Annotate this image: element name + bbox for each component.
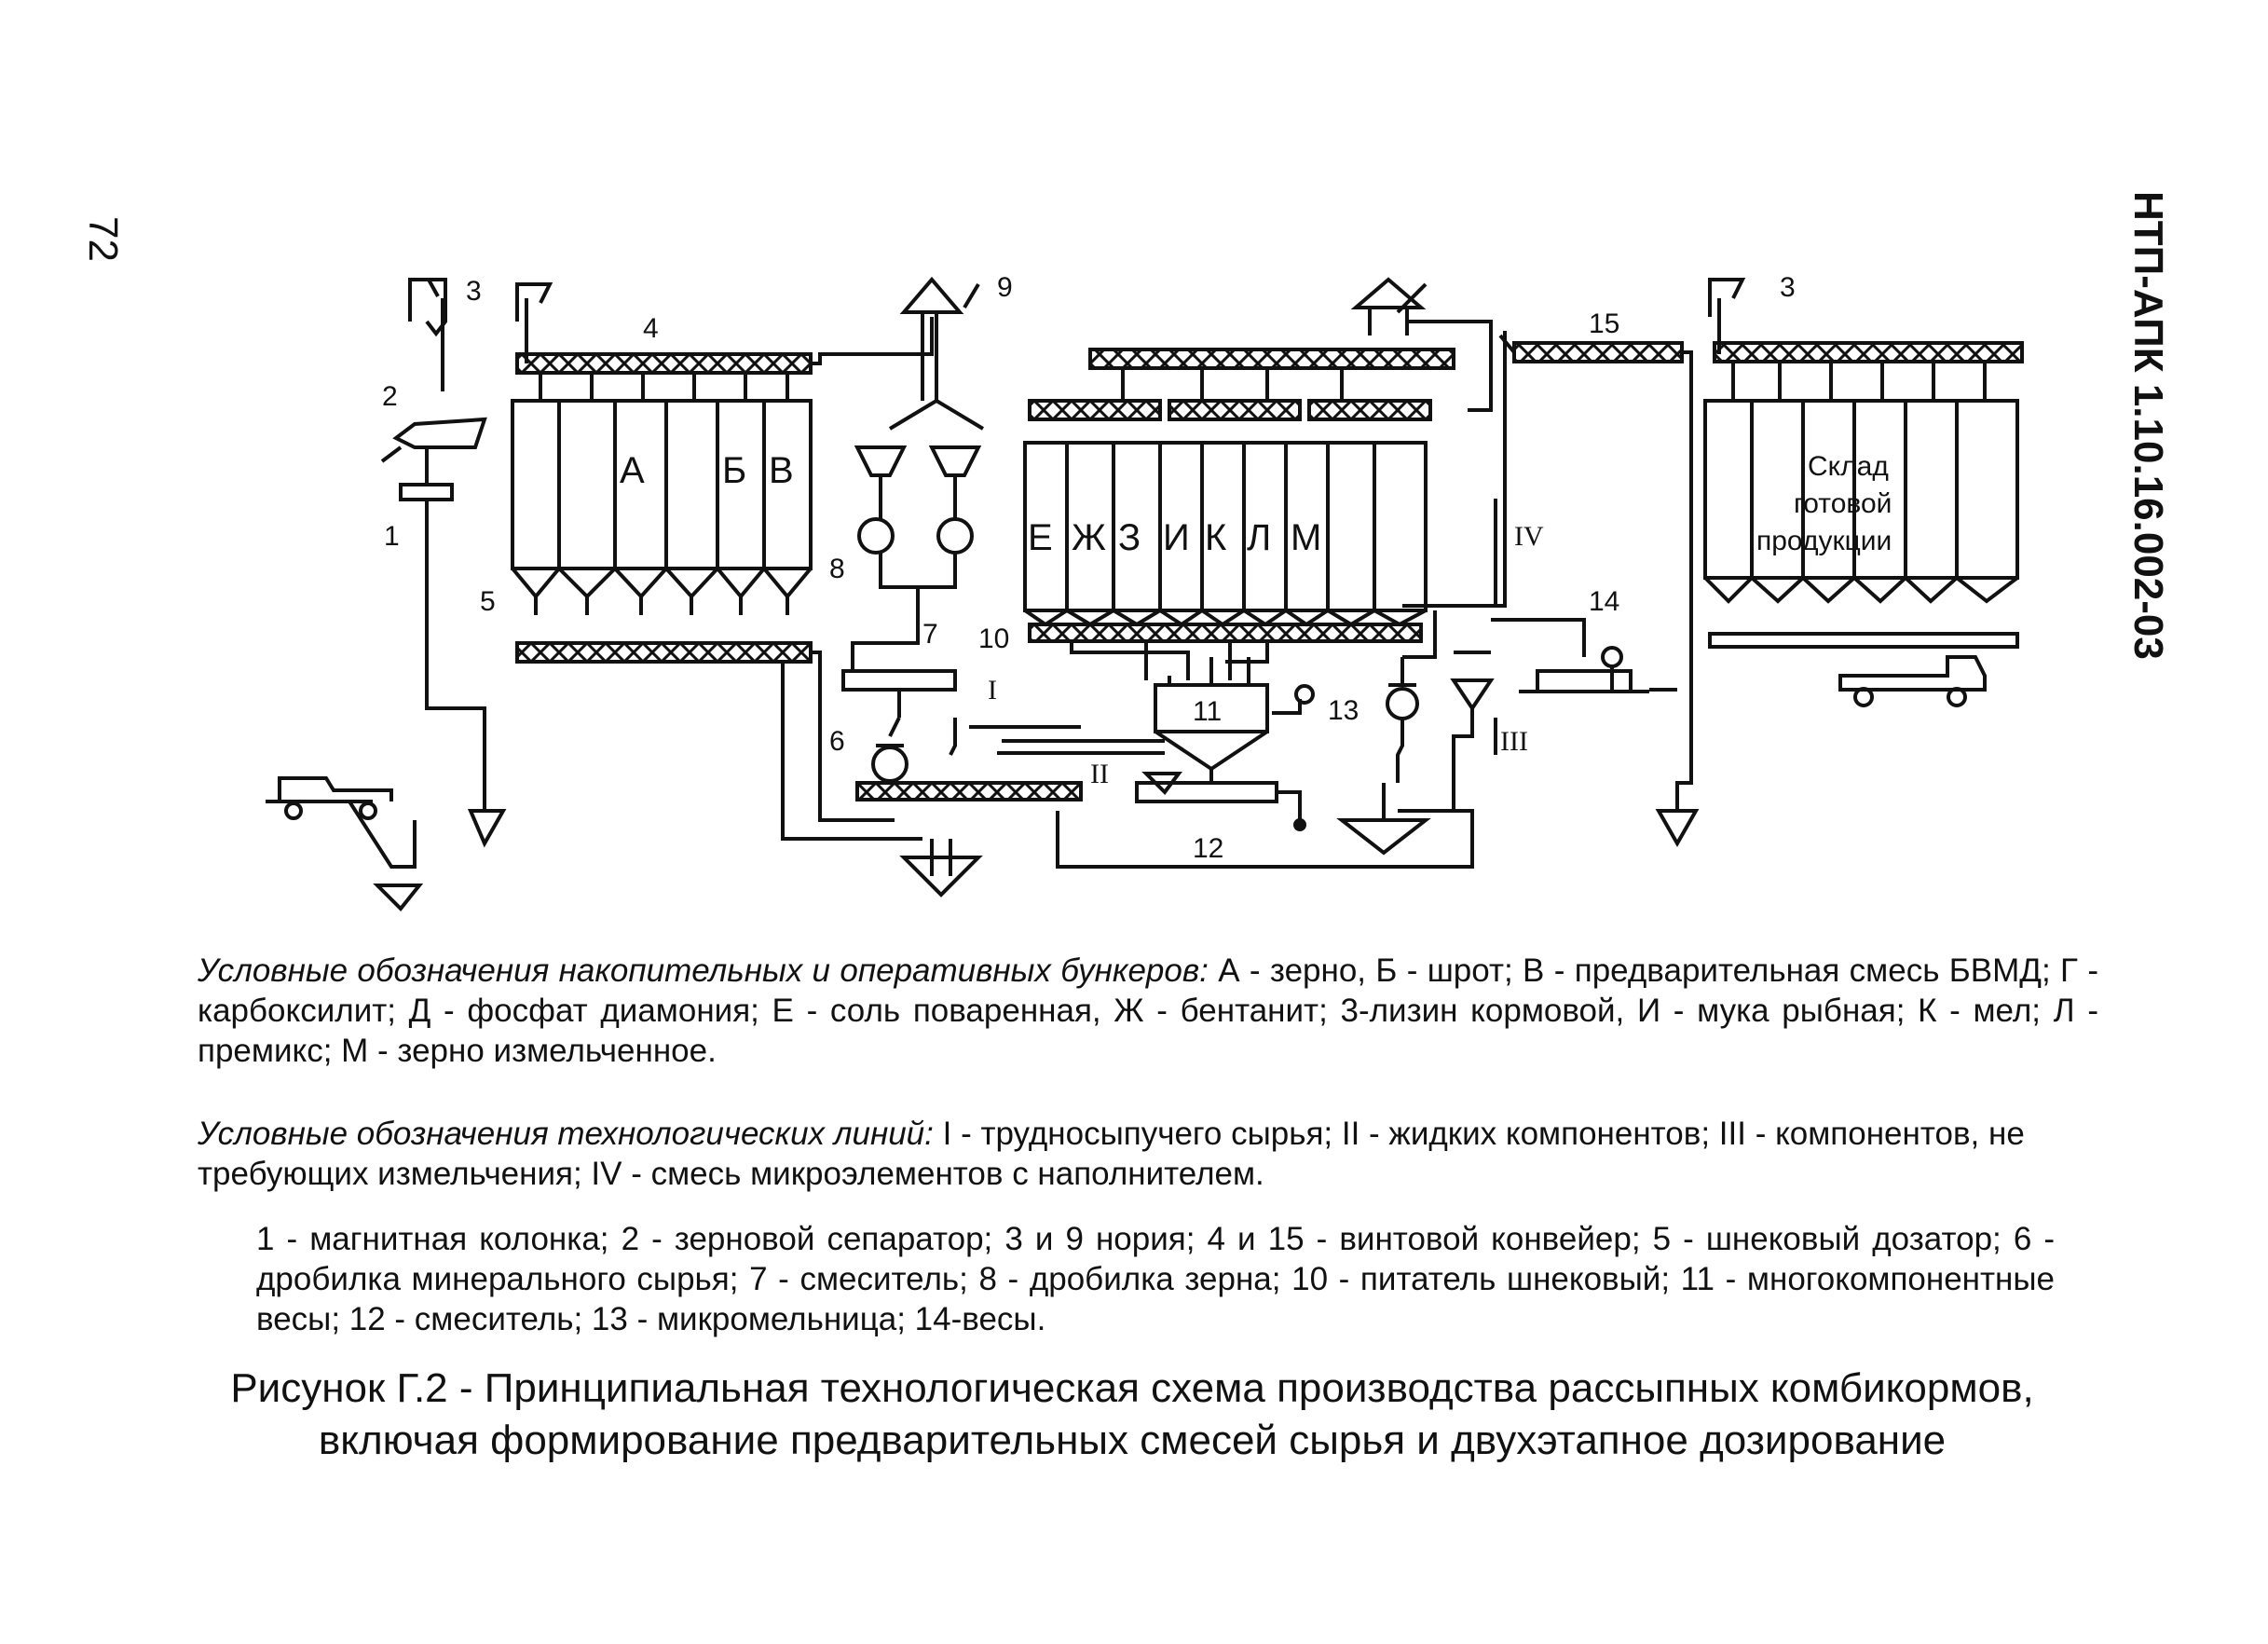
conveyor-line-I bbox=[855, 781, 1083, 801]
label-line-I: I bbox=[988, 675, 997, 706]
screw-conveyor-4 bbox=[515, 352, 813, 375]
conveyor-warehouse bbox=[1713, 341, 2024, 363]
label-4: 4 bbox=[643, 313, 659, 344]
elevator-9 bbox=[899, 276, 980, 401]
warehouse-discharge bbox=[1708, 632, 2019, 649]
bin-label-z: З bbox=[1118, 517, 1141, 558]
elevator-foot-left bbox=[467, 809, 507, 848]
bin-label-m: М bbox=[1291, 517, 1321, 558]
elevator-3-bins bbox=[515, 282, 553, 363]
mixer-12 bbox=[1056, 809, 1474, 869]
label-line-IV: IV bbox=[1514, 521, 1544, 552]
label-5: 5 bbox=[480, 586, 496, 617]
legend-lines: Условные обозначения технологических лин… bbox=[198, 1114, 2098, 1194]
bin-label-k: К bbox=[1205, 517, 1227, 558]
mixer-7 bbox=[841, 669, 957, 692]
figure-caption: Рисунок Г.2 - Принципиальная технологиче… bbox=[186, 1363, 2078, 1467]
distribution-conveyor bbox=[1088, 348, 1455, 370]
elevator-top-middle bbox=[1350, 277, 1428, 336]
screw-conveyor-15 bbox=[1512, 341, 1684, 363]
grain-separator-2 bbox=[380, 417, 487, 501]
legend-bins-text: А - зерно, Б - шрот; В - предварительная… bbox=[198, 952, 2099, 1069]
technological-scheme: 3 2 1 4 5 6 7 8 9 10 11 12 13 14 15 3 I … bbox=[266, 272, 2024, 911]
warehouse-label-1: Склад bbox=[1808, 451, 1889, 482]
truck-right bbox=[1838, 655, 1987, 707]
screw-feeders-10 bbox=[1028, 623, 1423, 643]
label-13: 13 bbox=[1328, 695, 1359, 726]
warehouse-label-2: готовой bbox=[1794, 488, 1892, 519]
label-7: 7 bbox=[922, 619, 938, 650]
caption-line-1: Рисунок Г.2 - Принципиальная технологиче… bbox=[230, 1365, 2034, 1411]
label-9: 9 bbox=[997, 272, 1013, 303]
label-3-right: 3 bbox=[1780, 272, 1796, 303]
bin-label-b: Б bbox=[722, 450, 746, 491]
screw-conveyor-5 bbox=[515, 641, 813, 664]
label-2: 2 bbox=[382, 381, 398, 412]
legend-bins-heading: Условные обозначения накопительных и опе… bbox=[198, 952, 1209, 989]
label-line-III: III bbox=[1500, 726, 1528, 757]
label-1: 1 bbox=[384, 521, 400, 552]
legend-lines-heading: Условные обозначения технологических лин… bbox=[198, 1116, 934, 1152]
bins-abv bbox=[511, 373, 813, 615]
warehouse-label-3: продукции bbox=[1756, 526, 1892, 556]
bin-label-a: А bbox=[620, 450, 645, 491]
bin-label-i: И bbox=[1163, 517, 1190, 558]
mineral-crusher-6 bbox=[871, 744, 909, 783]
line-to-mixer-7 bbox=[851, 587, 920, 671]
line-magnet-to-elevator bbox=[425, 500, 486, 811]
label-8: 8 bbox=[829, 554, 845, 584]
feed-to-elevator-9 bbox=[811, 317, 934, 365]
bin-out-left bbox=[899, 856, 983, 897]
legend-lines-text: I - трудносыпучего сырья; II - жидких ко… bbox=[198, 1116, 2025, 1192]
elevator-3-left bbox=[408, 278, 447, 391]
scale-11 bbox=[1154, 683, 1315, 783]
label-3-left: 3 bbox=[466, 276, 482, 307]
legend-bins: Условные обозначения накопительных и опе… bbox=[198, 951, 2098, 1071]
label-14: 14 bbox=[1589, 586, 1619, 617]
label-line-II: II bbox=[1090, 759, 1109, 789]
truck-left bbox=[266, 776, 424, 911]
label-12: 12 bbox=[1193, 833, 1223, 864]
line-to-mixer-out bbox=[811, 651, 895, 822]
bin-label-l: Л bbox=[1247, 517, 1271, 558]
label-10: 10 bbox=[978, 623, 1009, 654]
bin-label-v: В bbox=[769, 450, 794, 491]
scale-14 bbox=[1491, 618, 1649, 693]
label-11: 11 bbox=[1193, 696, 1222, 727]
bin-label-zh: Ж bbox=[1072, 517, 1106, 558]
warehouse-bins bbox=[1703, 362, 2019, 604]
grain-crushers-8 bbox=[854, 398, 985, 589]
bin-label-e: Е bbox=[1028, 517, 1053, 558]
caption-line-2: включая формирование предварительных сме… bbox=[318, 1418, 1947, 1463]
label-15: 15 bbox=[1589, 308, 1619, 339]
legend-equipment: 1 - магнитная колонка; 2 - зерновой сепа… bbox=[256, 1221, 2055, 1337]
micromill-13 bbox=[1386, 657, 1419, 783]
label-6: 6 bbox=[829, 726, 845, 757]
